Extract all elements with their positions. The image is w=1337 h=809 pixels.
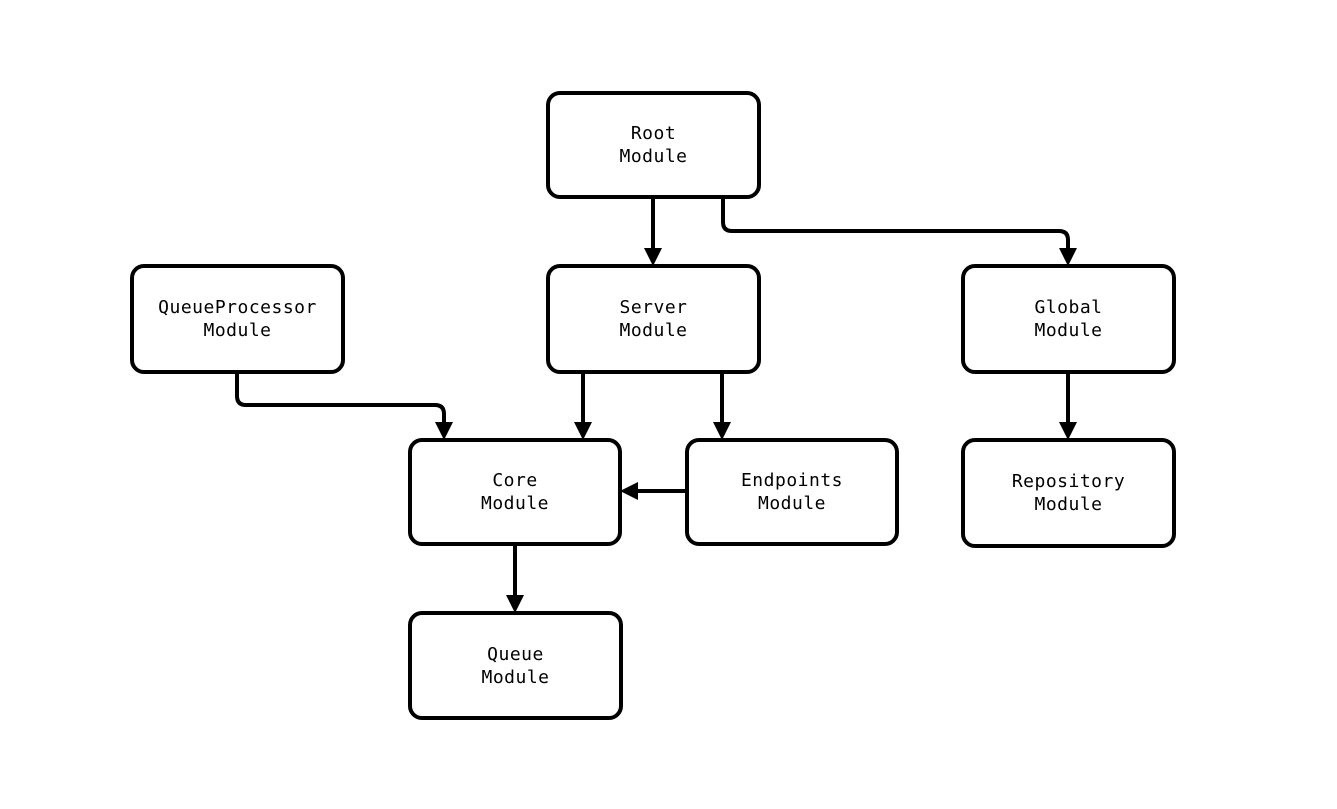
edge-root-to-global [721,197,1077,266]
arrowhead-icon [506,595,524,613]
repository-module-node[interactable] [961,438,1176,548]
server-module-node[interactable] [546,264,761,374]
arrowhead-icon [574,422,592,440]
edge-root-to-server [644,197,662,266]
arrowhead-icon [644,248,662,266]
edge-server-to-endpoints [713,372,731,440]
node-layer [130,91,1176,720]
global-module-node[interactable] [961,264,1176,374]
queue-module-node[interactable] [408,611,623,720]
arrowhead-icon [1059,422,1077,440]
core-module-node[interactable] [408,438,622,546]
arrowhead-icon [713,422,731,440]
edge-line [721,197,1070,255]
queueprocessor-module-node[interactable] [130,264,345,374]
arrowhead-icon [435,422,453,440]
edge-core-to-queue [506,544,524,613]
edge-global-to-repository [1059,372,1077,440]
edge-server-to-core [574,372,592,440]
arrowhead-icon [1059,248,1077,266]
edge-line [235,372,446,429]
endpoints-module-node[interactable] [685,438,899,546]
edge-queueprocessor-to-core [235,372,453,440]
root-module-node[interactable] [546,91,761,199]
edge-layer [235,197,1077,613]
arrowhead-icon [620,482,638,500]
edge-endpoints-to-core [620,482,687,500]
